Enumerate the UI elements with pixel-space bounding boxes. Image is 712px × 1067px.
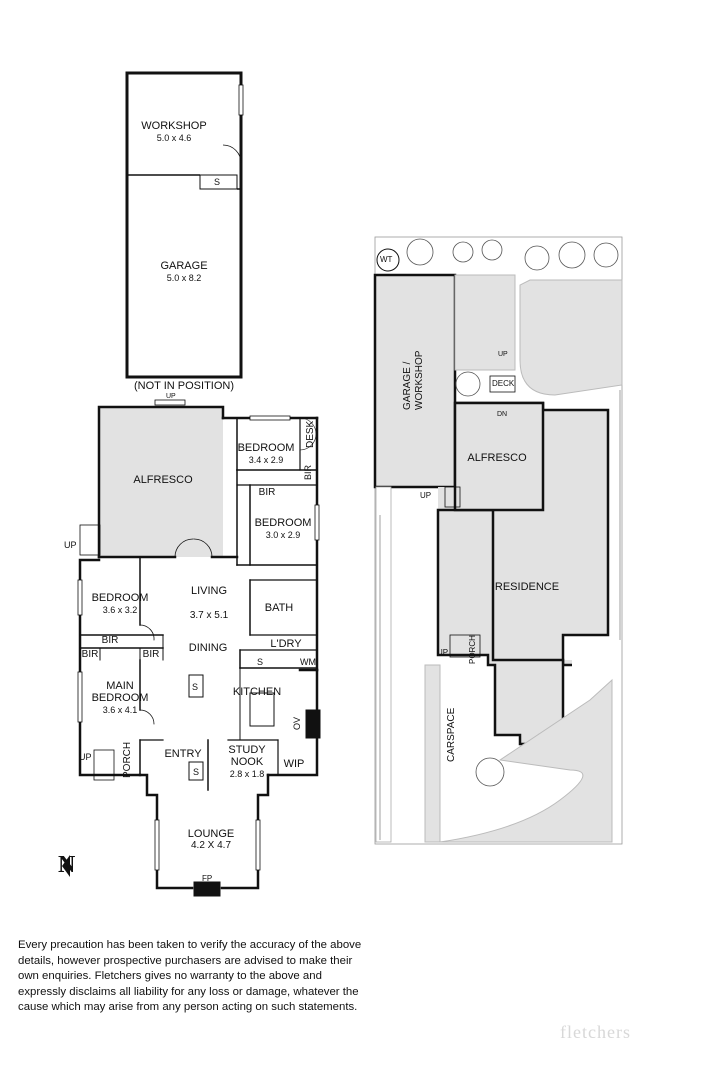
fireplace-label: FP (202, 874, 213, 883)
porch-label: PORCH (122, 741, 133, 778)
oven-label: OV (292, 716, 302, 730)
room-dining: DINING (188, 642, 228, 654)
water-tank-label: WT (380, 255, 393, 264)
room-wip: WIP (283, 758, 305, 770)
site-plan (373, 236, 623, 845)
room-living-dim: 3.7 x 5.1 (189, 610, 229, 621)
site-dn: DN (497, 411, 508, 418)
site-garage-workshop: GARAGE / WORKSHOP (402, 350, 425, 410)
room-bath: BATH (264, 602, 294, 614)
site-up-deck: UP (498, 351, 508, 358)
disclaimer-text: Every precaution has been taken to verif… (18, 939, 362, 1014)
stair-label-kitchen: S (257, 657, 264, 667)
site-carspace: CARSPACE (446, 707, 457, 762)
north-letter: N (58, 852, 76, 878)
up-label-porch: UP (79, 752, 92, 762)
up-label-left: UP (64, 540, 77, 550)
wm-label: WM (300, 657, 316, 667)
site-porch: PORCH (468, 635, 477, 664)
bir-label-mid: BIR (258, 487, 276, 498)
room-living: LIVING (190, 585, 228, 597)
desk-label: DESK (305, 420, 316, 448)
site-alfresco: ALFRESCO (467, 452, 527, 464)
site-up-porch: UP (437, 648, 449, 657)
site-residence: RESIDENCE (494, 581, 560, 593)
garage-note: (NOT IN POSITION) (133, 380, 235, 392)
room-alfresco: ALFRESCO (133, 474, 193, 486)
room-entry: ENTRY (164, 748, 202, 760)
room-laundry: L'DRY (270, 638, 302, 650)
bir-label-b: BIR (81, 649, 99, 660)
floor-plan-drawing (62, 71, 623, 897)
house-walls (77, 399, 321, 897)
bir-label-c: BIR (142, 649, 160, 660)
garage-block (125, 71, 244, 379)
stair-label-dining: S (192, 682, 199, 692)
stair-label-garage: S (214, 177, 221, 187)
north-arrow-icon (62, 855, 70, 877)
site-deck: DECK (492, 379, 515, 388)
stair-label-entry: S (193, 767, 200, 777)
bir-label-top: BIR (303, 464, 313, 480)
up-label-alfresco: UP (166, 393, 176, 400)
bir-label-a: BIR (101, 635, 119, 646)
brand-watermark: fletchers (560, 1022, 631, 1042)
room-kitchen: KITCHEN (232, 686, 282, 698)
site-up-alfresco: UP (420, 491, 432, 500)
